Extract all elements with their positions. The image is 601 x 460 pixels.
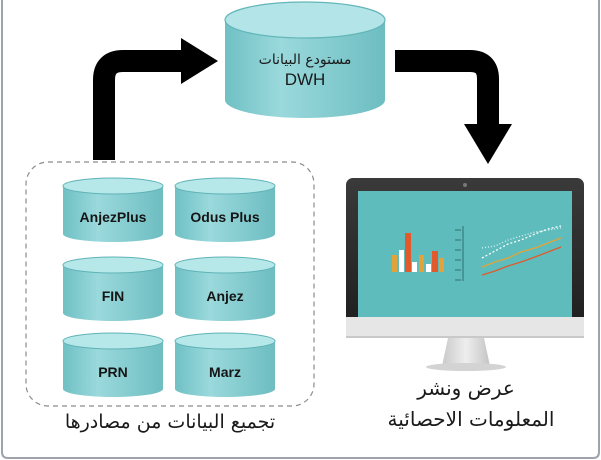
screen-line-chart: [481, 225, 562, 276]
arrow-sources-to-warehouse: [93, 50, 183, 160]
warehouse-title-en: DWH: [284, 70, 326, 89]
arrow-warehouse-to-monitor: [395, 50, 499, 126]
screen-bar-chart: [392, 233, 444, 272]
source-label-fin: FIN: [101, 288, 125, 304]
source-label-odusplus: Odus Plus: [190, 209, 260, 225]
source-label-marz: Marz: [209, 364, 241, 380]
source-label-anjez: Anjez: [206, 288, 244, 304]
source-label-anjezplus: AnjezPlus: [79, 209, 147, 225]
source-cylinder-anjezplus: [62, 177, 164, 242]
arrow-head-to-monitor: [464, 124, 512, 164]
source-label-prn: PRN: [98, 364, 128, 380]
sources-group-border: [25, 161, 315, 407]
screen-axis: [455, 226, 464, 281]
warehouse-cylinder: [224, 1, 386, 118]
monitor-screen: [358, 191, 572, 317]
source-cylinder-anjez: [174, 256, 276, 321]
monitor: [346, 178, 584, 371]
source-cylinder-marz: [174, 332, 276, 397]
arrow-head-to-warehouse: [181, 38, 218, 84]
publish-caption-line1: عرض ونشر: [417, 376, 515, 400]
source-cylinder-odusplus: [174, 177, 276, 242]
source-cylinder-fin: [62, 256, 164, 321]
warehouse-title-ar: مستودع البيانات: [258, 52, 352, 68]
sources-caption: تجميع البيانات من مصادرها: [64, 411, 276, 433]
publish-caption-line2: المعلومات الاحصائية: [387, 407, 555, 431]
source-cylinder-prn: [62, 332, 164, 397]
